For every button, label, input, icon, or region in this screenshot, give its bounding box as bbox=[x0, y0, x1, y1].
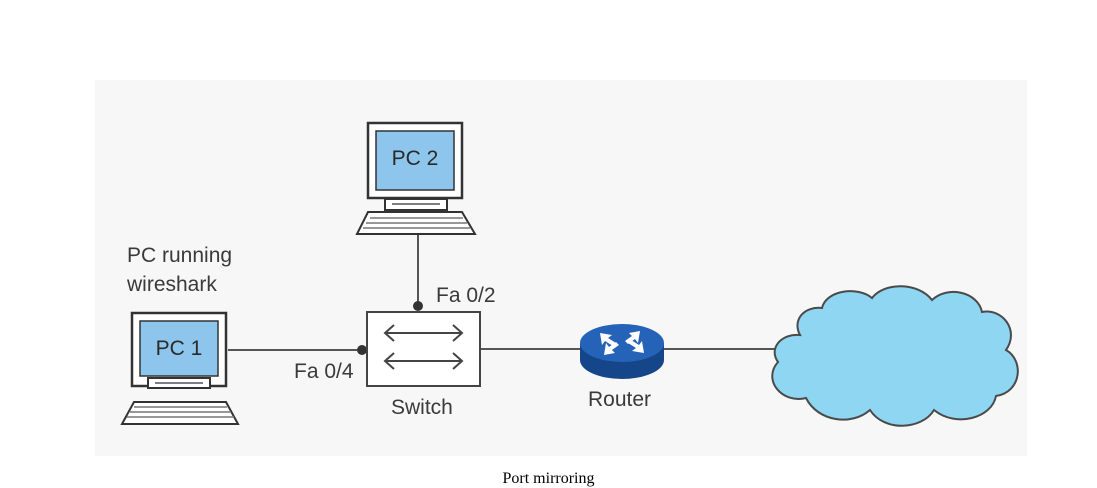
pc-running-label-line2: wireshark bbox=[127, 273, 217, 296]
port-dot-fa02 bbox=[413, 301, 423, 311]
port-label-fa04: Fa 0/4 bbox=[294, 360, 354, 383]
pc1-computer-icon bbox=[120, 311, 240, 425]
internet-cloud-icon bbox=[771, 285, 1019, 427]
switch-icon bbox=[366, 311, 481, 387]
port-label-fa02: Fa 0/2 bbox=[436, 284, 496, 307]
router-label: Router bbox=[588, 388, 652, 411]
pc-running-label-line1: PC running bbox=[127, 244, 233, 267]
switch-label: Switch bbox=[391, 396, 453, 419]
pc1-label: PC 1 bbox=[155, 337, 203, 360]
pc2-label: PC 2 bbox=[391, 147, 439, 170]
router-icon bbox=[580, 324, 664, 379]
pc2-computer-icon bbox=[355, 121, 477, 235]
port-dot-fa04 bbox=[357, 345, 367, 355]
figure-caption: Port mirroring bbox=[502, 470, 595, 487]
